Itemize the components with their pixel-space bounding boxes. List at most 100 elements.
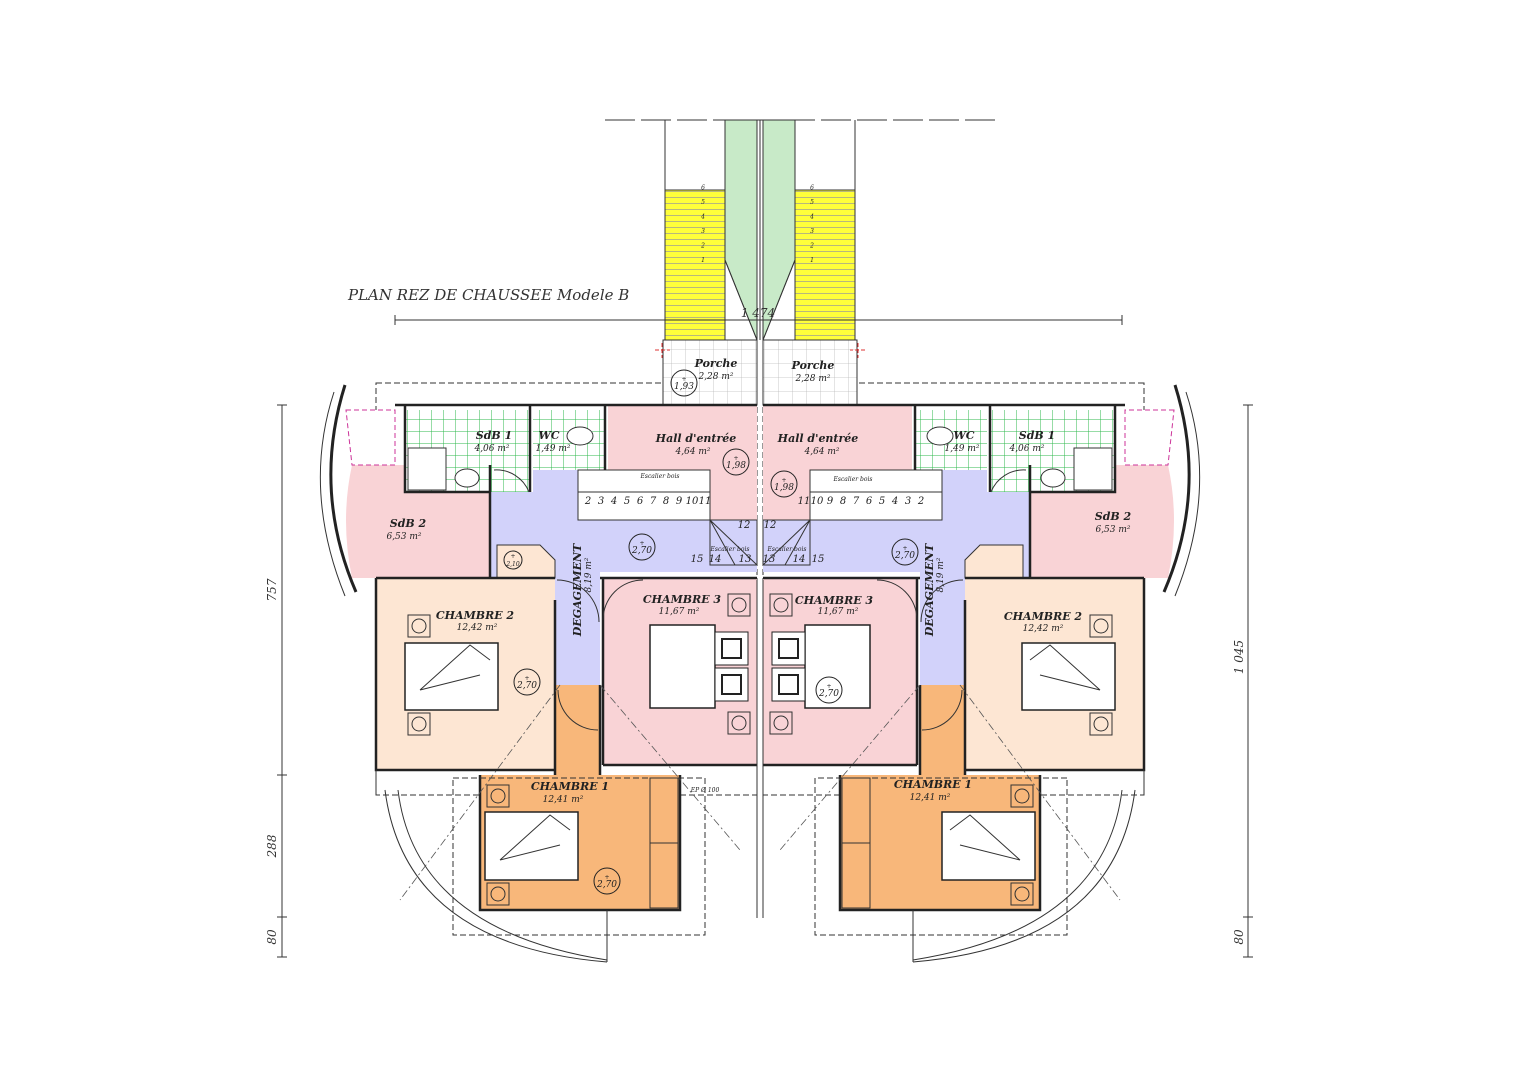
stair-step-right: 5 — [879, 496, 885, 507]
left-dimension: 757 288 80 — [265, 404, 287, 958]
room-sdb1-right: SdB 1 — [1019, 429, 1055, 442]
ep-label: EP Ø 100 — [690, 787, 720, 794]
generated-annotations: +1,93+1,98+2,70+2,70+2,70+2,10+1,98+2,70… — [503, 185, 924, 895]
stair-step-left: 10 — [686, 496, 699, 507]
ceiling-height-left-0-label: 1,93 — [674, 382, 694, 392]
area-chambre3-right: 11,67 m² — [818, 607, 859, 617]
overall-width-label: 1 474 — [741, 306, 775, 320]
area-chambre1-right: 12,41 m² — [910, 793, 951, 803]
stair-step-left: 2 — [584, 496, 591, 507]
room-wc-right: WC — [953, 429, 974, 442]
stair-turn-step-right: 12 — [764, 520, 777, 531]
stair-step-right: 9 — [827, 496, 834, 507]
stair-step-right: 3 — [905, 496, 911, 507]
room-chambre1-left: CHAMBRE 1 — [531, 780, 609, 793]
stair-step-left: 3 — [598, 496, 604, 507]
ceiling-height-left-3-circle — [513, 668, 541, 696]
ceiling-height-left-5-circle — [503, 550, 523, 570]
stair-step-left: 11 — [699, 496, 712, 507]
stair-step-right: 7 — [853, 496, 860, 507]
area-hall-left: 4,64 m² — [674, 447, 710, 457]
room-hall-right: Hall d'entrée — [777, 432, 859, 445]
exterior-step-right: 2 — [809, 243, 814, 250]
area-porche-left: 2,28 m² — [697, 372, 733, 382]
exterior-step-left: 2 — [700, 243, 705, 250]
ceiling-height-left-5-label: 2,10 — [505, 561, 520, 568]
area-sdb1-left: 4,06 m² — [473, 444, 509, 454]
room-chambre2-left: CHAMBRE 2 — [436, 609, 515, 622]
ceiling-height-right-1-label: 2,70 — [894, 551, 915, 561]
dim-1045: 1 045 — [1232, 640, 1246, 674]
ceiling-height-left-5-marker: + — [510, 553, 515, 560]
dim-288: 288 — [265, 834, 279, 858]
room-sdb2-left: SdB 2 — [390, 517, 427, 530]
area-degagement-right: 8,19 m² — [936, 557, 946, 592]
ceiling-height-left-0-marker: + — [681, 376, 686, 383]
stair-step-right: 6 — [866, 496, 873, 507]
area-chambre3-left: 11,67 m² — [659, 607, 700, 617]
room-chambre2-right: CHAMBRE 2 — [1004, 610, 1083, 623]
stair-step-right: 2 — [917, 496, 924, 507]
stair-turn-step-left: 12 — [738, 520, 751, 531]
stair-label2-right: Escalier bois — [766, 546, 806, 553]
room-wc-left: WC — [538, 429, 559, 442]
ceiling-height-right-1-marker: + — [902, 545, 907, 552]
stair-step-left: 6 — [637, 496, 644, 507]
ceiling-height-left-1-circle — [722, 448, 750, 476]
room-sdb2-right: SdB 2 — [1095, 510, 1132, 523]
ceiling-height-left-2-circle — [628, 533, 656, 561]
area-sdb2-left: 6,53 m² — [386, 532, 421, 542]
stair-label-left: Escalier bois — [639, 473, 679, 480]
stair-step-left: 5 — [624, 496, 630, 507]
ceiling-height-left-3-marker: + — [524, 675, 529, 682]
stair-step-left: 4 — [610, 496, 617, 507]
exterior-step-right: 5 — [810, 199, 814, 206]
ceiling-height-left-0-circle — [670, 369, 698, 397]
exterior-step-left: 5 — [701, 199, 705, 206]
area-sdb2-right: 6,53 m² — [1095, 525, 1130, 535]
area-degagement-left: 8,19 m² — [584, 557, 594, 592]
exterior-step-right: 6 — [810, 185, 814, 192]
ceiling-height-left-1-label: 1,98 — [726, 461, 746, 471]
ceiling-height-right-2-marker: + — [826, 683, 831, 690]
right-unit-labels: Porche 2,28 m² Hall d'entrée 4,64 m² SdB… — [766, 359, 1131, 803]
area-hall-right: 4,64 m² — [803, 447, 839, 457]
room-chambre1-right: CHAMBRE 1 — [894, 778, 972, 791]
overall-dimension: 1 474 — [394, 306, 1123, 325]
room-degagement-left: DEGAGEMENT — [571, 543, 584, 637]
exterior-step-left: 3 — [701, 228, 705, 235]
stair-turn-step-right: 15 — [812, 554, 825, 565]
area-porche-right: 2,28 m² — [794, 374, 830, 384]
stair-turn-step-left: 13 — [739, 554, 752, 565]
right-dimension: 1 045 80 — [1232, 404, 1253, 958]
ceiling-height-right-2-label: 2,70 — [818, 689, 839, 699]
exterior-step-right: 3 — [810, 228, 814, 235]
exterior-step-left: 4 — [700, 214, 705, 221]
ceiling-height-right-2-circle — [815, 676, 843, 704]
stair-step-right: 8 — [840, 496, 846, 507]
ceiling-height-right-0-marker: + — [781, 477, 786, 484]
stair-step-left: 9 — [676, 496, 683, 507]
room-degagement-right: DEGAGEMENT — [923, 543, 936, 637]
ceiling-height-left-1-marker: + — [733, 455, 738, 462]
exterior-step-right: 4 — [809, 214, 814, 221]
room-hall-left: Hall d'entrée — [655, 432, 737, 445]
area-chambre2-left: 12,42 m² — [457, 623, 498, 633]
stair-label2-left: Escalier bois — [709, 546, 749, 553]
ceiling-height-left-4-marker: + — [604, 874, 609, 881]
dim-80-left: 80 — [265, 929, 279, 945]
ceiling-height-left-4-label: 2,70 — [596, 880, 617, 890]
room-porche-right: Porche — [791, 359, 835, 372]
plan-title: PLAN REZ DE CHAUSSEE Modele B — [347, 286, 629, 304]
exterior-step-left: 6 — [701, 185, 705, 192]
stair-step-right: 10 — [811, 496, 824, 507]
area-sdb1-right: 4,06 m² — [1008, 444, 1044, 454]
stair-step-left: 8 — [663, 496, 669, 507]
dim-80-right: 80 — [1232, 929, 1246, 945]
ceiling-height-left-2-label: 2,70 — [631, 546, 652, 556]
stair-step-right: 4 — [891, 496, 898, 507]
stair-step-left: 7 — [650, 496, 657, 507]
area-wc-left: 1,49 m² — [535, 444, 570, 454]
room-sdb1-left: SdB 1 — [476, 429, 512, 442]
